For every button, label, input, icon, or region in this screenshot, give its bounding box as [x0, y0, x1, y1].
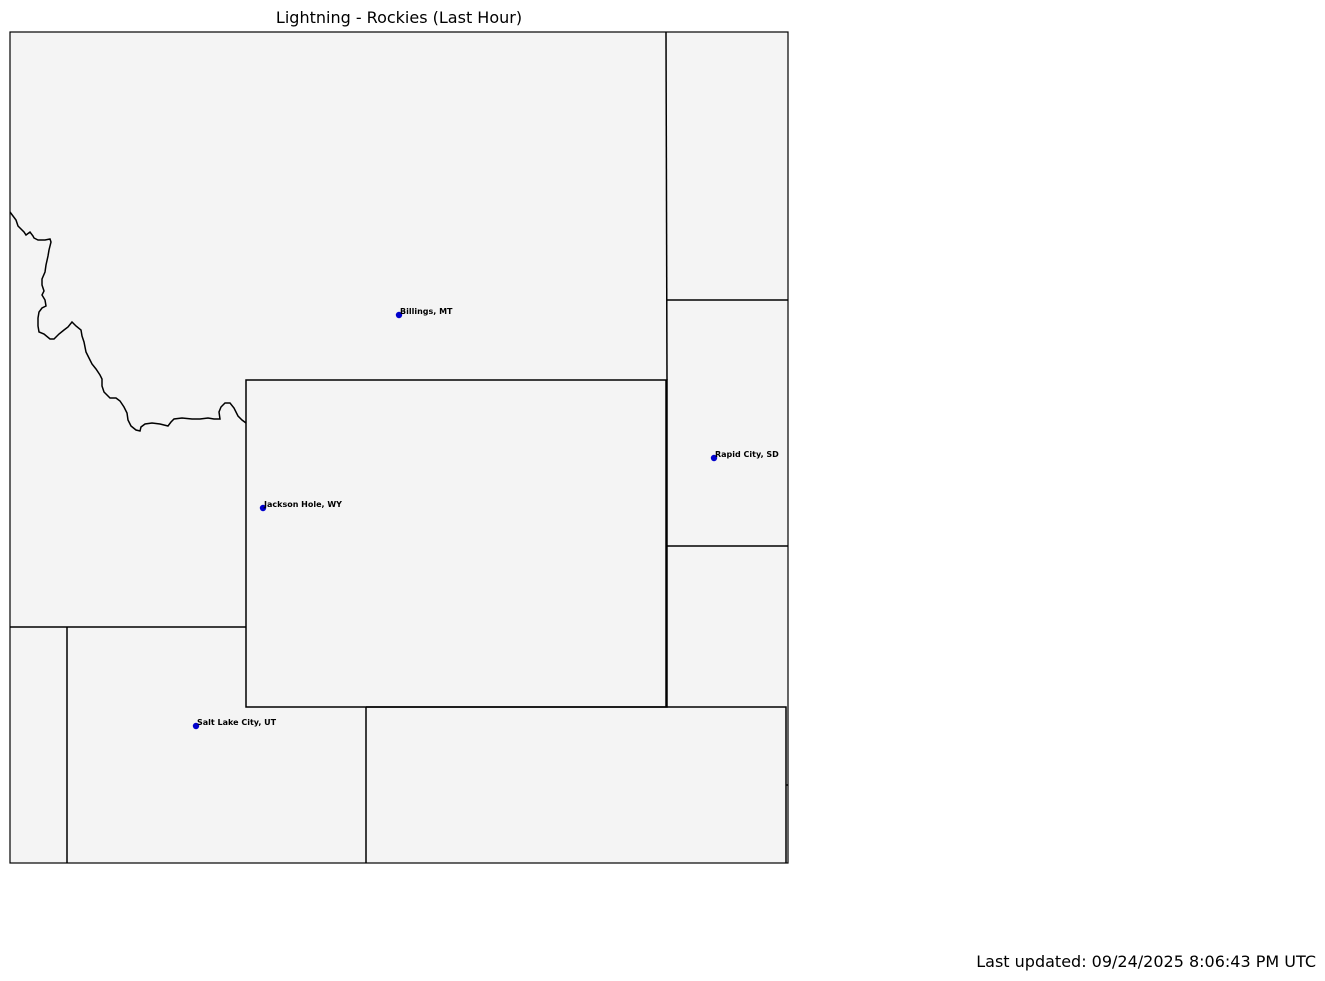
- city-label-salt-lake-city: Salt Lake City, UT: [197, 718, 277, 727]
- city-marker-rapid-city[interactable]: [710, 454, 718, 462]
- city-label-rapid-city: Rapid City, SD: [715, 450, 779, 459]
- border-id-mt: [9, 211, 247, 432]
- map-frame: [9, 31, 789, 864]
- map-land: [10, 32, 788, 863]
- state-borders: [9, 31, 788, 863]
- last-updated-timestamp: Last updated: 09/24/2025 8:06:43 PM UTC: [976, 952, 1316, 971]
- city-marker-salt-lake-city[interactable]: [192, 722, 200, 730]
- city-label-jackson-hole: Jackson Hole, WY: [263, 500, 342, 509]
- city-layer: Billings, MT Rapid City, SD Jackson Hole…: [192, 307, 779, 730]
- city-marker-jackson-hole[interactable]: [259, 504, 267, 512]
- city-label-billings: Billings, MT: [400, 307, 453, 316]
- border-co-ks: [366, 706, 787, 863]
- border-mt-nd: [665, 31, 668, 381]
- map-title: Lightning - Rockies (Last Hour): [275, 8, 523, 27]
- city-marker-billings[interactable]: [395, 311, 403, 319]
